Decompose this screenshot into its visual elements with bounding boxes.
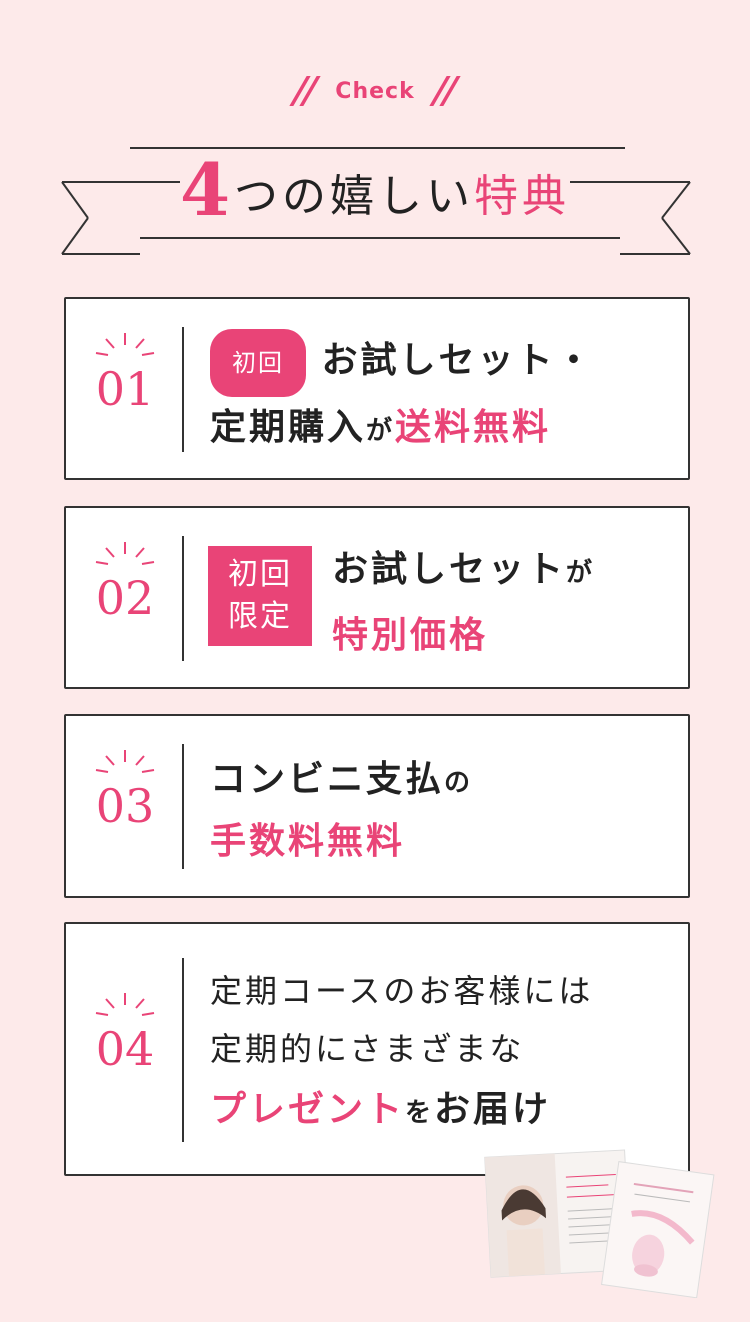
benefit-number: 02 xyxy=(95,570,155,625)
badge-line-2: 限定 xyxy=(228,599,292,634)
benefit-line-2: 定期的にさまざまな xyxy=(210,1030,525,1068)
check-label-row: Check xyxy=(0,76,750,106)
sparkle-icon xyxy=(95,541,155,565)
sparkle-icon xyxy=(95,993,155,1016)
title-end: 特典 xyxy=(474,171,571,222)
benefit-number: 01 xyxy=(95,361,155,416)
first-time-badge: 初回 xyxy=(210,329,306,397)
benefit-particle: の xyxy=(444,768,474,798)
check-label: Check xyxy=(335,78,415,104)
benefit-card-03: 03 コンビニ支払の 手数料無料 xyxy=(64,714,690,898)
badge-line-1: 初回 xyxy=(228,557,292,592)
benefit-card-04: 04 定期コースのお客様には 定期的にさまざまな プレゼントをお届け xyxy=(64,922,690,1176)
benefit-line-1: 定期コースのお客様には xyxy=(210,972,594,1010)
title-middle: つの嬉しい xyxy=(234,171,475,222)
benefit-highlight: 送料無料 xyxy=(395,406,552,448)
benefit-number: 03 xyxy=(95,779,155,833)
header: Check 4つの嬉しい特典 xyxy=(0,0,750,280)
page-title: 4つの嬉しい特典 xyxy=(0,150,750,237)
title-number: 4 xyxy=(179,147,235,232)
slash-decoration-right xyxy=(429,76,462,106)
benefit-line-3: お届け xyxy=(434,1088,552,1130)
benefit-particle: を xyxy=(405,1098,435,1128)
divider xyxy=(182,536,184,661)
benefit-line-1: コンビニ支払 xyxy=(210,758,445,800)
benefit-highlight: 手数料無料 xyxy=(210,820,406,862)
benefit-highlight: 特別価格 xyxy=(332,614,489,656)
sparkle-icon xyxy=(95,332,155,356)
sparkle-icon xyxy=(95,750,155,773)
benefit-particle: が xyxy=(566,558,596,588)
ribbon-frame xyxy=(61,147,691,255)
divider xyxy=(182,744,184,869)
limited-badge: 初回 限定 xyxy=(208,546,312,646)
benefit-card-01: 01 初回 お試しセット・ 定期購入が送料無料 xyxy=(64,297,690,480)
slash-decoration-left xyxy=(288,76,321,106)
divider xyxy=(182,327,184,452)
benefit-line-1: お試しセット・ xyxy=(321,339,595,381)
benefit-line-2a: 定期購入 xyxy=(210,406,367,448)
benefit-card-02: 02 初回 限定 お試しセットが 特別価格 xyxy=(64,506,690,689)
benefit-number: 04 xyxy=(95,1022,155,1076)
benefit-line-1: お試しセット xyxy=(332,548,567,590)
benefit-highlight: プレゼント xyxy=(210,1088,406,1130)
benefit-particle: が xyxy=(366,416,396,446)
divider xyxy=(182,958,184,1142)
brochure-image xyxy=(484,1149,715,1298)
